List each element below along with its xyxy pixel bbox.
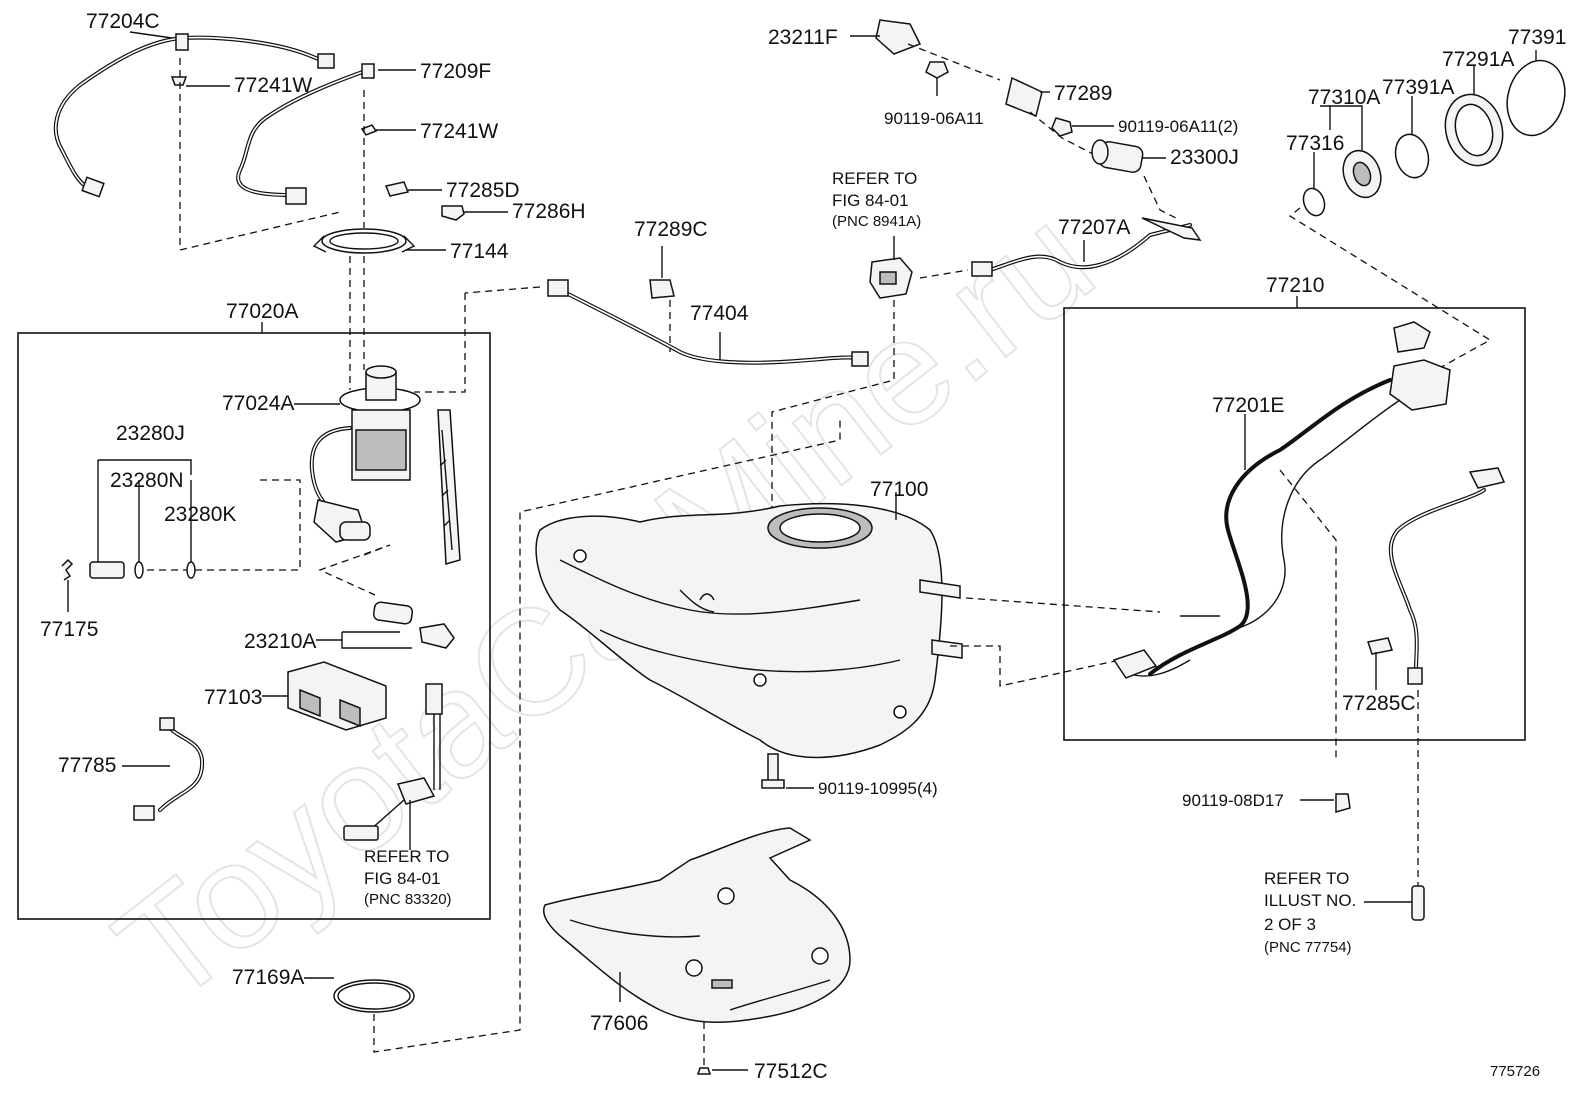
label-77241W-a: 77241W [234,74,312,97]
label-77201E: 77201E [1212,394,1284,417]
fuel-tube-77404 [547,279,869,367]
svg-text:ILLUST NO.: ILLUST NO. [1264,891,1356,910]
label-23280J: 23280J [116,422,185,445]
vent-tube-77207A [971,217,1202,277]
fuel-sender-strip [437,409,461,565]
label-90119-06A11-2: 90119-06A11(2) [1118,117,1238,136]
svg-text:REFER TO: REFER TO [1264,869,1349,888]
clip-77316 [1302,152,1326,217]
label-77100: 77100 [870,478,928,501]
bolt-90119-06A11-2 [1051,117,1073,137]
label-77310A: 77310A [1308,86,1380,109]
assembly-box-77210 [1063,307,1526,741]
label-77207A: 77207A [1058,216,1130,239]
clip-77241W-a [170,76,188,86]
label-77103: 77103 [204,686,262,709]
label-77785: 77785 [58,754,116,777]
canister-23300J [1091,139,1144,173]
label-90119-10995: 90119-10995(4) [818,779,938,798]
label-23300J: 23300J [1170,146,1239,169]
label-77391A: 77391A [1382,76,1454,99]
label-77241W-b: 77241W [420,120,498,143]
svg-text:FIG 84-01: FIG 84-01 [832,191,909,210]
svg-text:2 OF 3: 2 OF 3 [1264,915,1316,934]
label-90119-08D17: 90119-08D17 [1182,791,1284,810]
label-23210A: 23210A [244,630,316,653]
clamp-77289C [649,246,675,299]
svg-text:REFER TO: REFER TO [832,169,917,188]
label-23211F: 23211F [768,26,838,49]
o-ring-set-23280 [89,459,196,579]
wire-77785 [133,717,205,821]
label-23280N: 23280N [110,469,184,492]
label-23280K: 23280K [164,503,236,526]
svg-text:(PNC 8941A): (PNC 8941A) [832,213,921,230]
bracket-23211F [850,19,922,55]
housing-77291A [1444,66,1504,167]
bracket-77289 [1005,76,1043,118]
label-90119-06A11: 90119-06A11 [884,109,984,128]
wire-harness-77209F [236,63,375,205]
label-77289: 77289 [1054,82,1112,105]
label-77175: 77175 [40,618,98,641]
clip-77175 [61,558,74,581]
clamp-77285C [1367,637,1393,655]
label-77204C: 77204C [86,10,160,33]
filler-pipe-77201E [1112,321,1451,679]
label-77391: 77391 [1508,26,1566,49]
clip-77512C [696,1067,712,1075]
valve-8941A [869,236,913,299]
seal-77391A [1394,96,1430,179]
label-77512C: 77512C [754,1060,828,1083]
label-77210: 77210 [1266,274,1324,297]
bolt-90119-08D17 [1300,793,1351,813]
svg-text:(PNC 83320): (PNC 83320) [364,891,452,908]
svg-text:REFER TO: REFER TO [364,847,449,866]
label-77286H: 77286H [512,200,586,223]
seal-77391 [1506,50,1566,137]
tank-protector-77606 [543,827,851,1023]
wire-harness-77204C [53,33,335,198]
bolt-90119-06A11 [925,61,949,96]
fuel-pump-module-77024A [309,365,421,543]
label-77291A: 77291A [1442,48,1514,71]
label-77169A: 77169A [232,966,304,989]
label-77024A: 77024A [222,392,294,415]
svg-text:FIG 84-01: FIG 84-01 [364,869,441,888]
label-77404: 77404 [690,302,749,325]
label-77289C: 77289C [634,218,708,241]
cap-77310A [1320,105,1382,199]
fuel-sender-gauge [343,683,443,841]
label-77285C: 77285C [1342,692,1416,715]
gasket-77169A [333,979,415,1013]
clamp-77285D [384,181,410,197]
refer-note-8941A: REFER TO FIG 84-01 (PNC 8941A) [832,169,921,230]
label-77020A: 77020A [226,300,298,323]
bolt-90119-10995 [761,753,814,789]
label-77209F: 77209F [420,60,491,83]
refer-note-77754: REFER TO ILLUST NO. 2 OF 3 (PNC 77754) [1264,869,1356,956]
breather-tube [1388,467,1506,685]
fuel-pump-23210A [341,601,455,649]
clamp-77286H [441,205,465,221]
label-77144: 77144 [450,240,509,263]
retainer-ring-77144 [312,228,416,254]
jet-pump-77103 [287,661,387,731]
part-labels: 77204C 77241W 77209F 77241W 77285D 77286… [40,10,1566,1083]
label-77606: 77606 [590,1012,648,1035]
figure-number: 775726 [1490,1063,1540,1080]
assembly-box-77020A [17,332,491,920]
label-77316: 77316 [1286,132,1344,155]
clip-77241W-b [360,124,378,136]
refer-note-83320: REFER TO FIG 84-01 (PNC 83320) [364,847,452,908]
svg-text:(PNC 77754): (PNC 77754) [1264,939,1352,956]
label-77285D: 77285D [446,179,520,202]
fuel-tank-77100 [535,502,963,759]
hose-stub [1411,885,1425,921]
